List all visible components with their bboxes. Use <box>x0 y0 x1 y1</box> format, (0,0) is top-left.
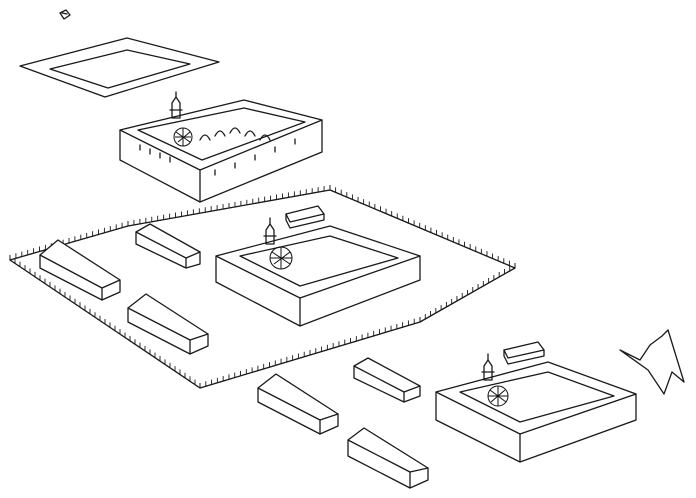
tree-icon <box>487 385 509 407</box>
fenced-enclosure <box>8 185 517 389</box>
long-hall-5 <box>353 357 421 403</box>
second-courtyard-complex <box>215 217 421 327</box>
long-hall-6 <box>347 427 429 489</box>
long-hall-4 <box>257 373 339 435</box>
long-hall-1 <box>39 239 121 301</box>
long-hall-2 <box>135 223 201 269</box>
long-hall-3 <box>127 293 209 355</box>
first-courtyard-complex <box>119 91 323 203</box>
small-hall-2 <box>503 341 545 365</box>
tree-icon <box>173 127 193 147</box>
small-hall-1 <box>285 205 325 229</box>
direction-arrow-icon <box>619 329 685 395</box>
third-courtyard-complex <box>435 353 637 463</box>
small-mark-icon <box>59 9 71 20</box>
foundation-platform <box>19 37 220 98</box>
tree-icon <box>269 246 293 270</box>
